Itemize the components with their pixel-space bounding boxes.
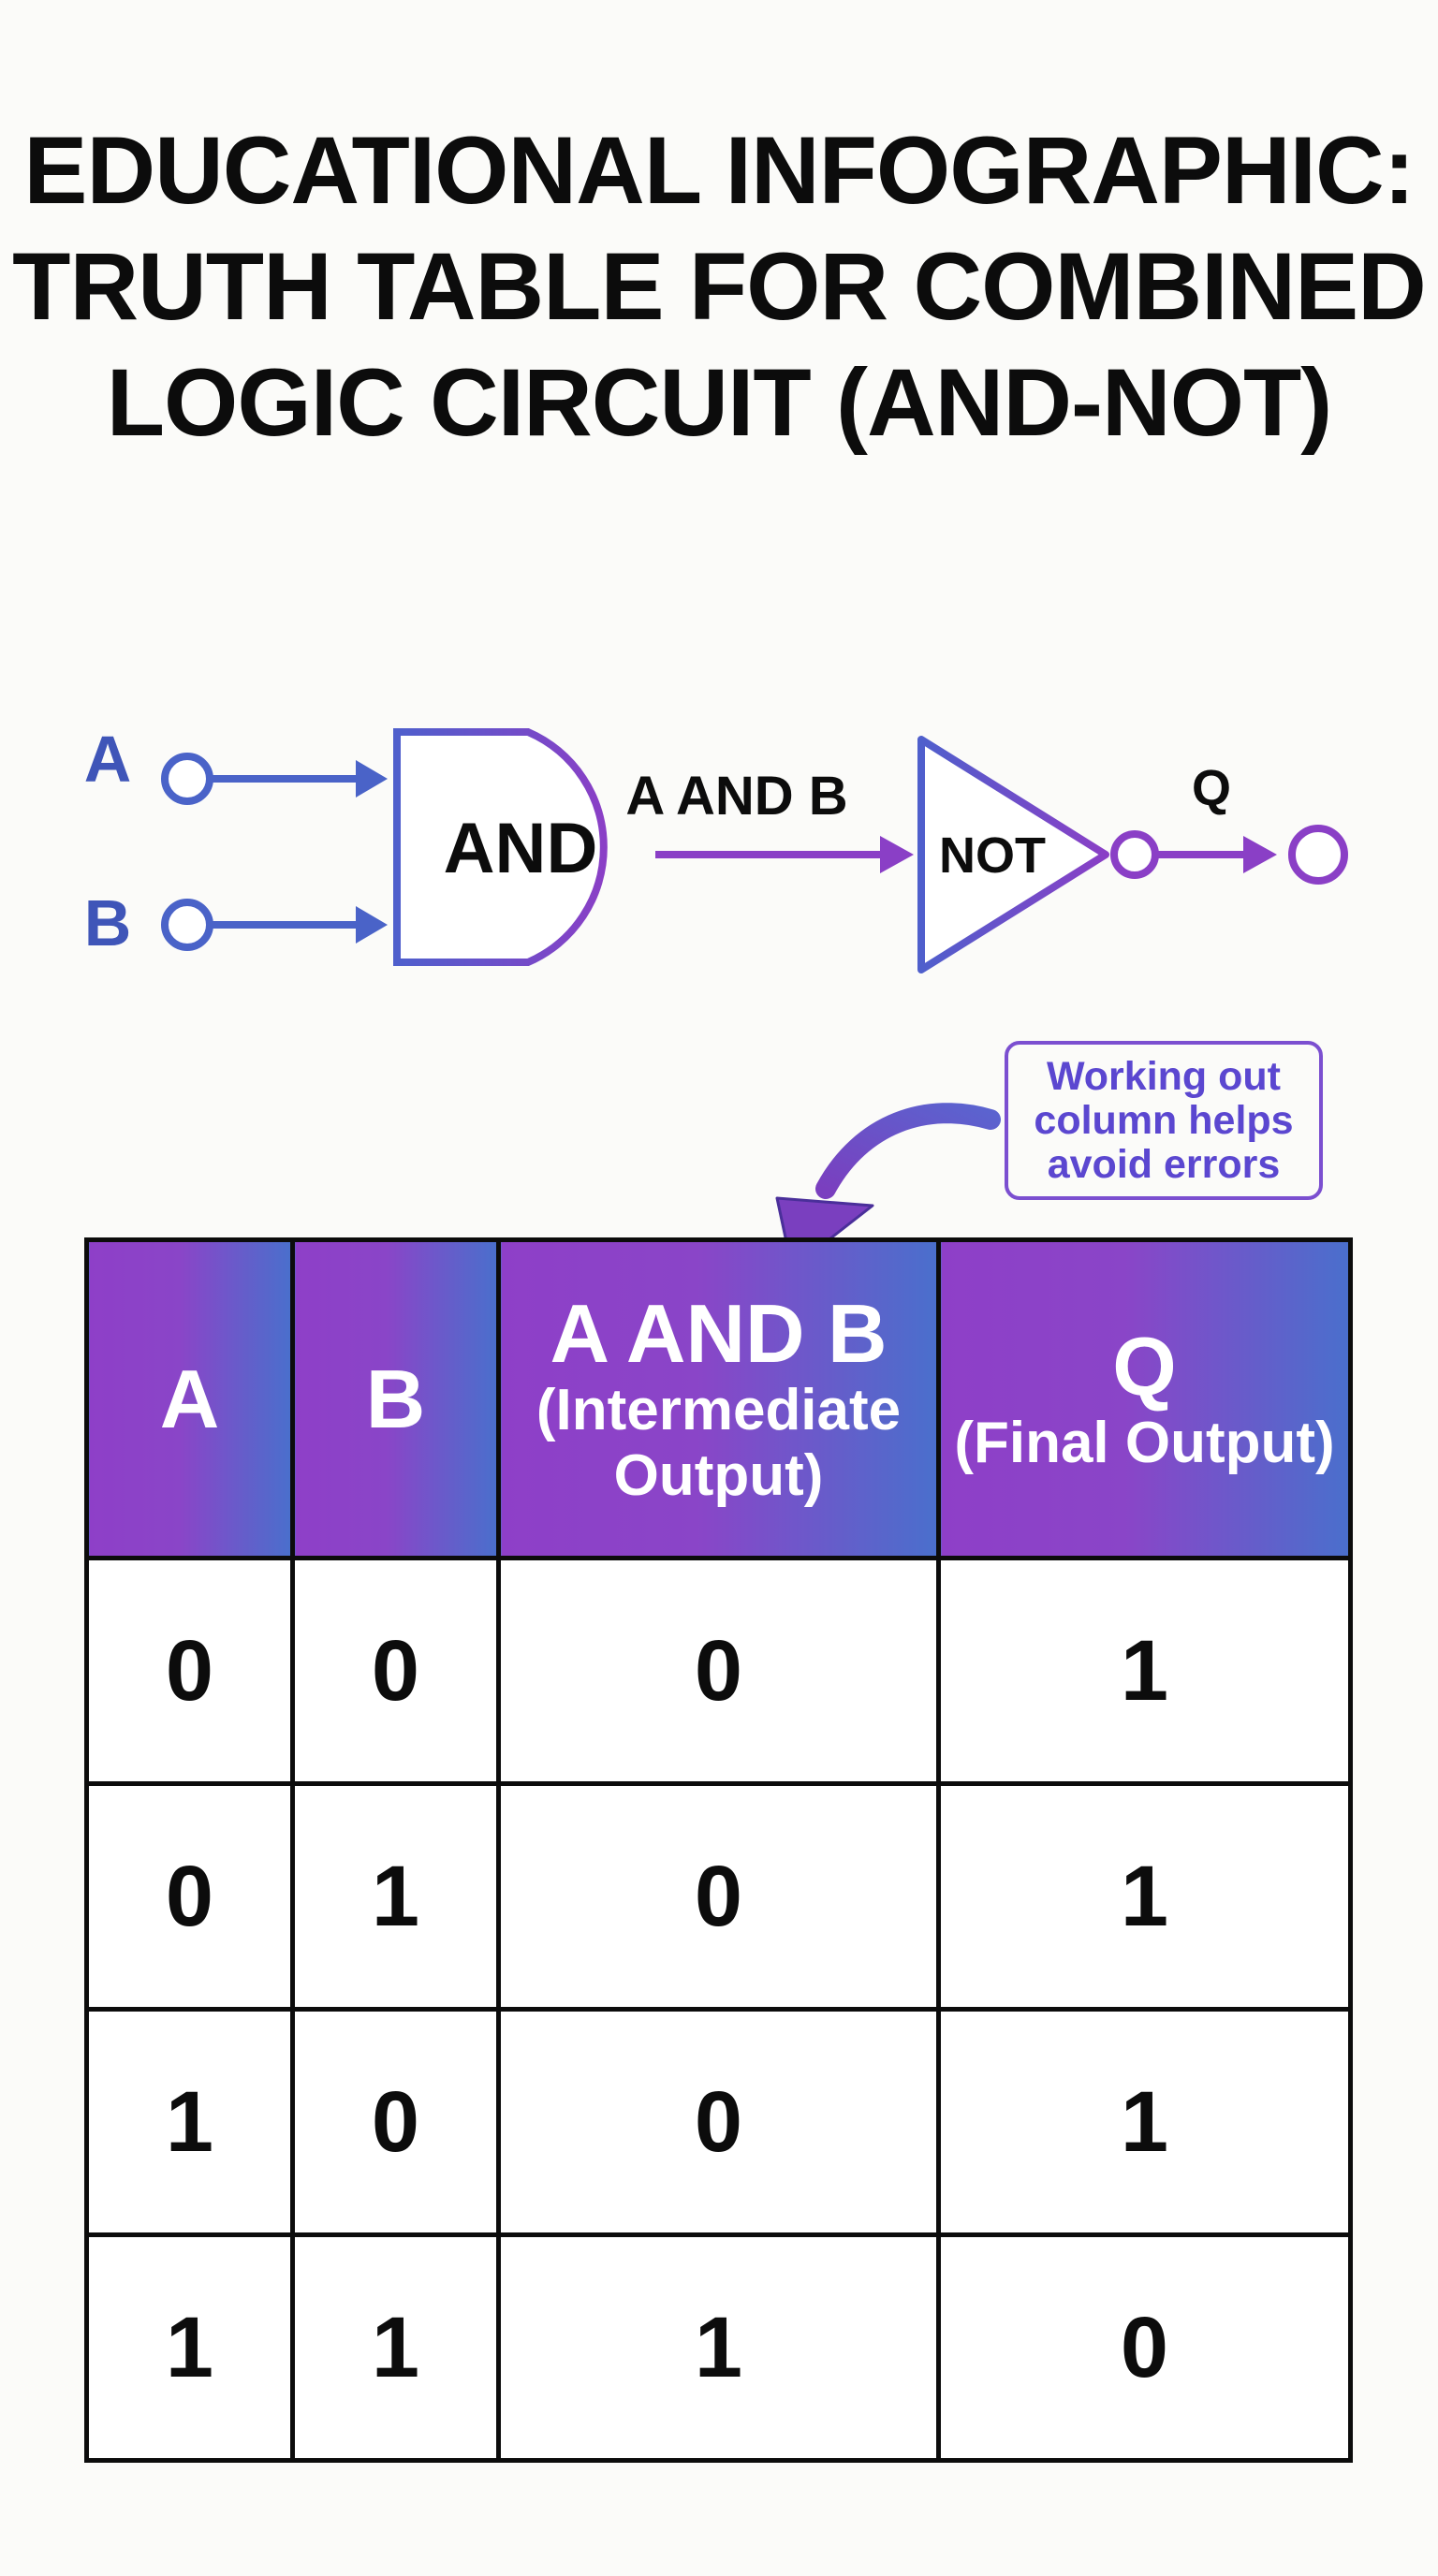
- input-b-label: B: [84, 886, 132, 959]
- callout-line-1: Working out: [1046, 1053, 1281, 1099]
- callout-line-3: avoid errors: [1047, 1141, 1281, 1187]
- cell-intermediate: 1: [496, 2232, 941, 2463]
- cell-a: 0: [84, 1781, 295, 2012]
- cell-q: 1: [936, 1781, 1353, 2012]
- cell-b: 1: [290, 2232, 501, 2463]
- page-title: EDUCATIONAL INFOGRAPHIC: TRUTH TABLE FOR…: [0, 112, 1438, 461]
- table-header-row: A B A AND B (Intermediate Output) Q (Fin…: [84, 1237, 1353, 1560]
- header-intermediate-sublabel: (Intermediate Output): [536, 1377, 902, 1508]
- cell-a: 1: [84, 2007, 295, 2237]
- header-final: Q (Final Output): [936, 1237, 1353, 1560]
- cell-intermediate: 0: [496, 1781, 941, 2012]
- input-a-label: A: [84, 723, 132, 796]
- table-row: 1 1 1 0: [84, 2232, 1353, 2463]
- cell-a: 1: [84, 2232, 295, 2463]
- output-terminal: [1288, 825, 1348, 885]
- header-intermediate-label: A AND B: [550, 1286, 888, 1380]
- header-a-label: A: [159, 1352, 220, 1445]
- title-line-1: EDUCATIONAL INFOGRAPHIC:: [23, 117, 1415, 224]
- not-gate-shape: [917, 736, 1109, 973]
- callout-line-2: column helps: [1034, 1097, 1294, 1143]
- not-gate-bubble: [1110, 830, 1159, 879]
- cell-q: 1: [936, 1556, 1353, 1786]
- not-gate-label: NOT: [939, 827, 1046, 884]
- input-a-terminal: [161, 753, 213, 805]
- cell-q: 0: [936, 2232, 1353, 2463]
- header-intermediate: A AND B (Intermediate Output): [496, 1237, 941, 1560]
- input-a-arrowhead: [356, 760, 388, 798]
- cell-b: 0: [290, 1556, 501, 1786]
- callout-arrow-shaft: [815, 1103, 1001, 1199]
- table-row: 0 1 0 1: [84, 1781, 1353, 2012]
- cell-intermediate: 0: [496, 1556, 941, 1786]
- table-row: 0 0 0 1: [84, 1556, 1353, 1786]
- cell-a: 0: [84, 1556, 295, 1786]
- title-line-2: TRUTH TABLE FOR COMBINED: [12, 233, 1427, 340]
- output-label: Q: [1192, 760, 1231, 816]
- header-b: B: [290, 1237, 501, 1560]
- cell-q: 1: [936, 2007, 1353, 2237]
- cell-b: 1: [290, 1781, 501, 2012]
- table-row: 1 0 0 1: [84, 2007, 1353, 2237]
- header-a: A: [84, 1237, 295, 1560]
- title-line-3: LOGIC CIRCUIT (AND-NOT): [106, 349, 1332, 456]
- logic-circuit-diagram: A B AND A AND B NOT Q: [84, 723, 1348, 973]
- output-arrowhead: [1243, 836, 1277, 873]
- truth-table: A B A AND B (Intermediate Output) Q (Fin…: [84, 1237, 1353, 2463]
- and-gate-shape: [393, 728, 608, 966]
- header-b-label: B: [365, 1352, 426, 1445]
- and-gate-label: AND: [444, 809, 598, 888]
- cell-b: 0: [290, 2007, 501, 2237]
- intermediate-arrowhead: [880, 836, 914, 873]
- intermediate-label: A AND B: [625, 766, 847, 827]
- header-final-label: Q: [1112, 1319, 1177, 1412]
- header-final-sublabel: (Final Output): [954, 1410, 1335, 1475]
- input-b-arrowhead: [356, 906, 388, 944]
- callout-note: Working out column helps avoid errors: [1005, 1041, 1323, 1200]
- input-b-terminal: [161, 899, 213, 951]
- cell-intermediate: 0: [496, 2007, 941, 2237]
